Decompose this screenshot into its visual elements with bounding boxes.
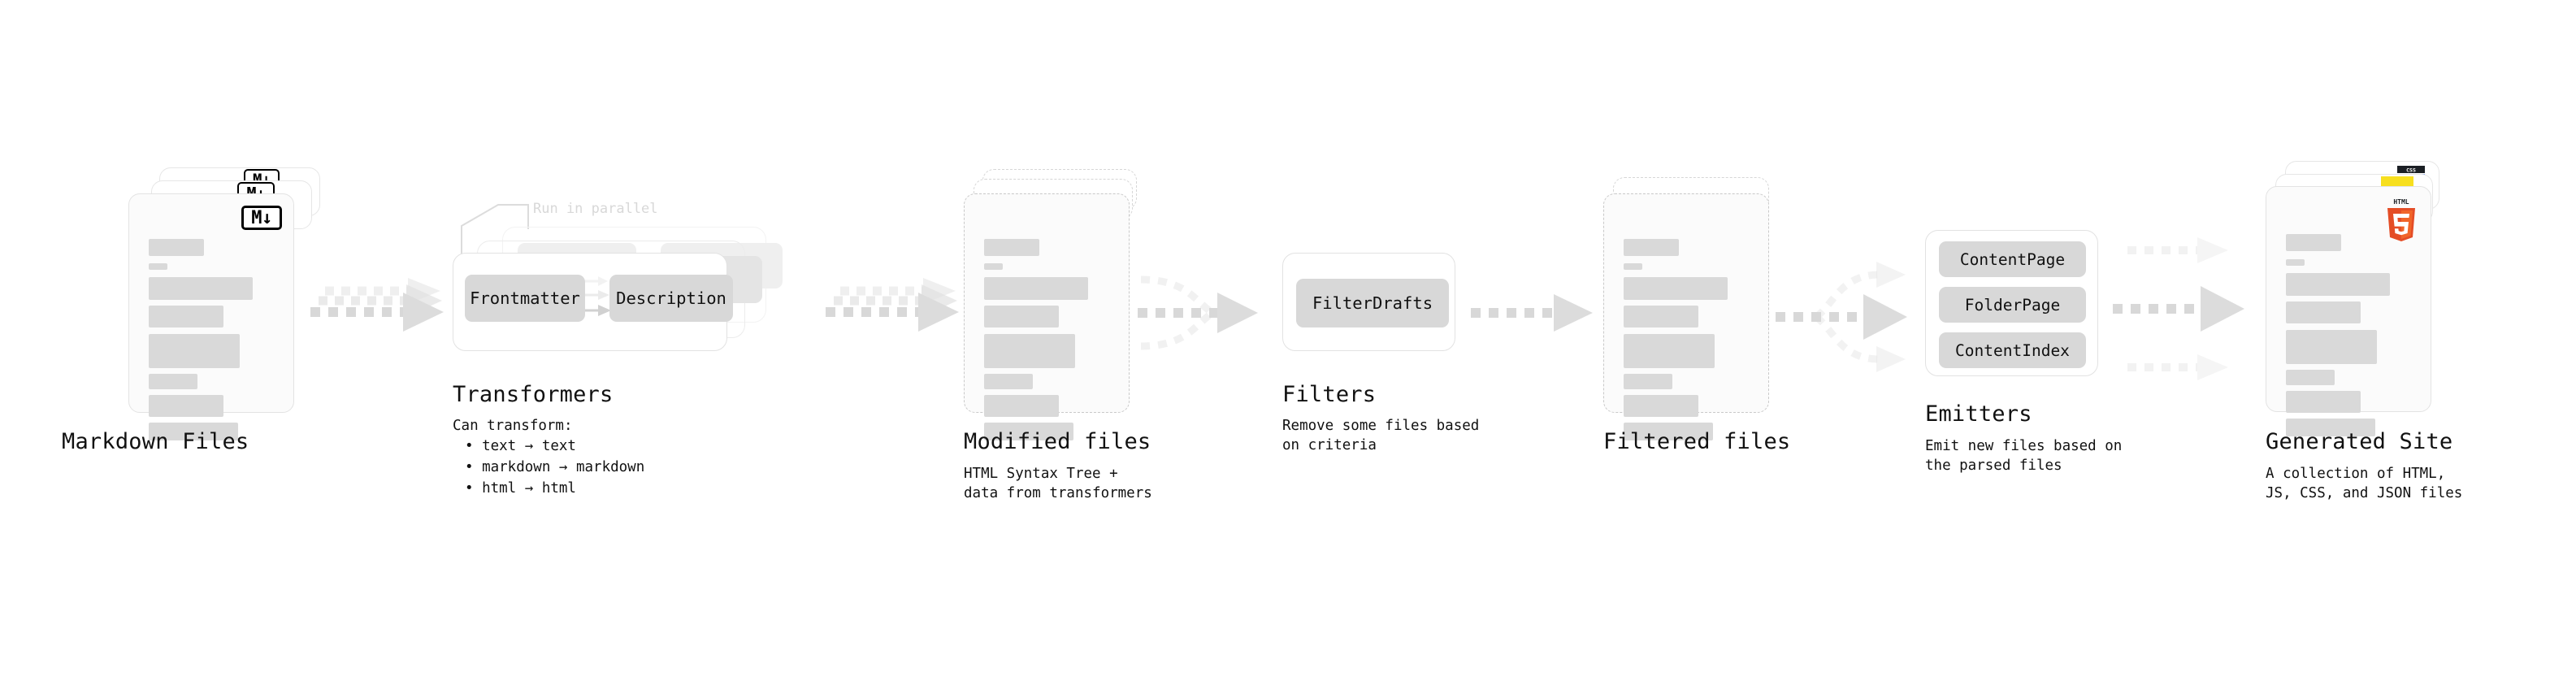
markdown-icon: M↓ <box>241 206 282 230</box>
skeleton-bar <box>2286 419 2375 436</box>
skeleton-bar <box>149 423 238 440</box>
skeleton-bar <box>2286 259 2305 266</box>
run-in-parallel-label: Run in parallel <box>533 201 658 217</box>
connector-emitters-to-site <box>2113 237 2244 380</box>
skeleton-bar <box>1624 239 1679 256</box>
transformer-panel-front: Frontmatter Description <box>453 253 733 351</box>
skeleton-bar <box>984 423 1073 440</box>
skeleton-bar <box>1624 306 1698 327</box>
skeleton-bar <box>149 334 240 368</box>
skeleton-bar <box>149 306 223 327</box>
skeleton-bar <box>149 395 223 417</box>
chip-description[interactable]: Description <box>609 275 733 322</box>
connector-filters-to-filtered <box>1471 294 1593 332</box>
skeleton-bar <box>984 277 1088 300</box>
skeleton-bar <box>2286 273 2390 296</box>
skeleton-bar <box>1624 395 1698 417</box>
skeleton-bar <box>149 263 167 270</box>
page-title-markdown: Markdown Files <box>62 429 249 454</box>
markdown-card-front: M↓ <box>128 193 294 440</box>
chip-contentpage[interactable]: ContentPage <box>1939 241 2086 277</box>
skeleton-bar <box>149 239 204 256</box>
skeleton-bar <box>1624 334 1715 368</box>
page-title-transformers: Transformers <box>453 382 614 407</box>
skeleton-bar <box>984 395 1059 417</box>
chip-frontmatter[interactable]: Frontmatter <box>465 275 585 322</box>
skeleton-bar <box>1624 374 1672 389</box>
filtered-card-front <box>1603 193 1769 440</box>
page-title-filters: Filters <box>1282 382 1377 407</box>
transformers-bullet-1: • markdown → markdown <box>465 459 645 475</box>
skeleton-bar <box>2286 330 2377 364</box>
transformers-bullet-2: • html → html <box>465 480 576 497</box>
chip-filterdrafts[interactable]: FilterDrafts <box>1296 279 1449 327</box>
transformers-subtitle: Can transform: <box>453 418 573 434</box>
skeleton-bar <box>2286 234 2341 251</box>
connector-markdown-to-transformers <box>310 278 444 332</box>
skeleton-bar <box>2286 391 2361 413</box>
skeleton-bar <box>984 334 1075 368</box>
chip-folderpage[interactable]: FolderPage <box>1939 287 2086 323</box>
css-icon-glyph: CSS <box>2406 167 2416 174</box>
filters-subtitle: Remove some files based on criteria <box>1282 418 1480 453</box>
skeleton-bar <box>984 239 1039 256</box>
transformers-bullet-0: • text → text <box>465 438 576 454</box>
chip-contentindex[interactable]: ContentIndex <box>1939 332 2086 368</box>
page-title-filtered: Filtered files <box>1603 429 1791 454</box>
modified-subtitle: HTML Syntax Tree + data from transformer… <box>964 466 1152 501</box>
skeleton-bar <box>1624 277 1728 300</box>
page-title-emitters: Emitters <box>1925 401 2032 427</box>
skeleton-bar <box>1624 263 1642 270</box>
skeleton-bar <box>984 374 1033 389</box>
site-card-front: HTML <box>2266 186 2431 436</box>
skeleton-bar <box>2286 301 2361 323</box>
emitters-subtitle: Emit new files based on the parsed files <box>1925 438 2123 474</box>
connector-transformers-to-modified <box>826 278 959 332</box>
connector-modified-to-filters <box>1138 275 1258 350</box>
generated-site-subtitle: A collection of HTML, JS, CSS, and JSON … <box>2266 466 2463 501</box>
filters-panel: FilterDrafts <box>1282 253 1455 351</box>
html5-icon-top-label: HTML <box>2393 198 2409 206</box>
skeleton-bar <box>2286 370 2335 385</box>
html5-icon: HTML <box>2382 197 2421 244</box>
skeleton-bar <box>149 374 197 389</box>
skeleton-bar <box>149 277 253 300</box>
page-title-modified: Modified files <box>964 429 1151 454</box>
skeleton-bar <box>984 306 1059 327</box>
connector-filtered-to-emitters <box>1776 262 1907 372</box>
skeleton-bar <box>1624 423 1713 440</box>
run-in-parallel-bracket <box>461 204 529 258</box>
page-title-generated-site: Generated Site <box>2266 429 2453 454</box>
emitters-panel: ContentPage FolderPage ContentIndex <box>1925 230 2098 376</box>
skeleton-bar <box>984 263 1003 270</box>
modified-card-front <box>964 193 1130 440</box>
